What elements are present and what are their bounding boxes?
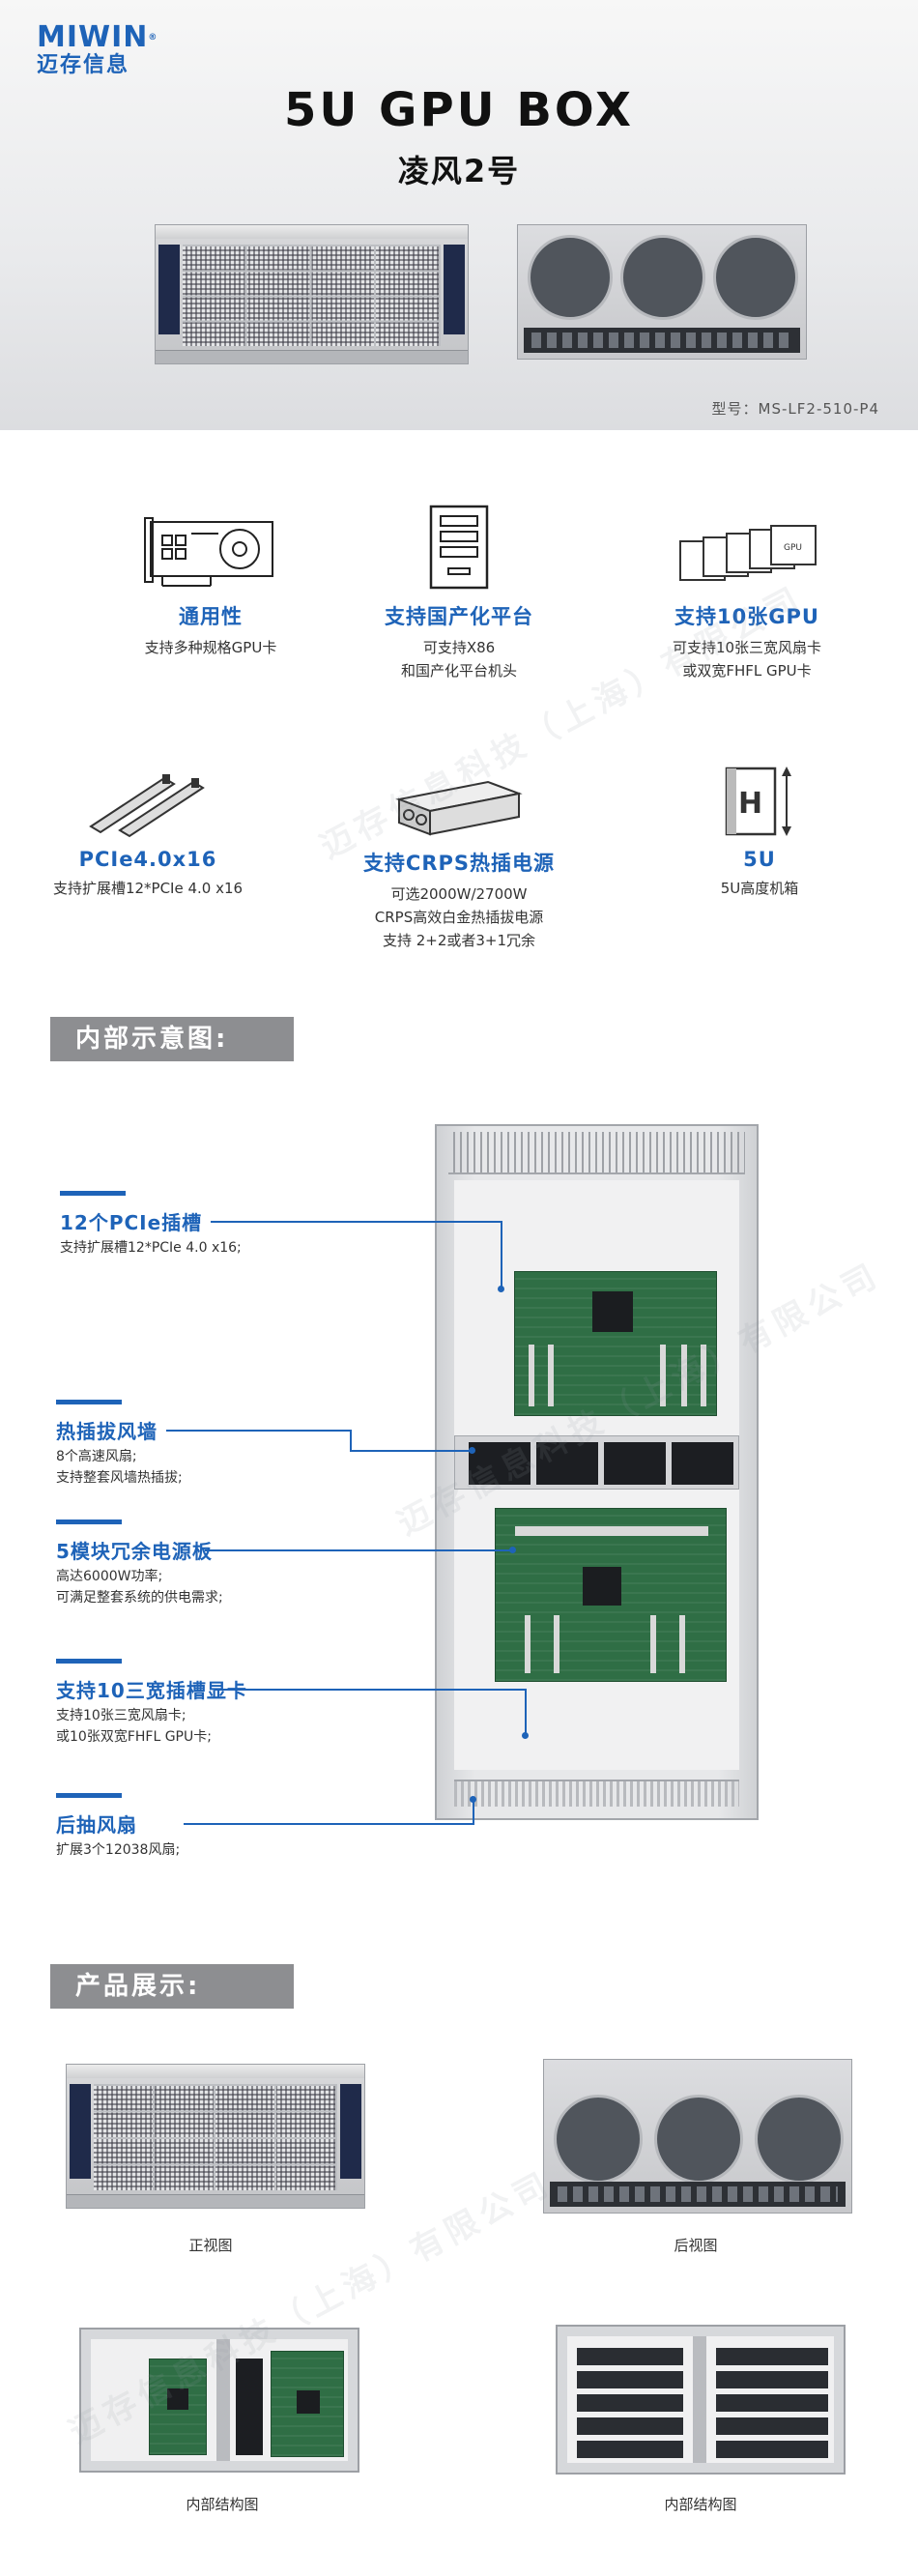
feature-desc: 支持扩展槽12*PCIe 4.0 x16 xyxy=(52,880,244,897)
feature-desc: 可支持10张三宽风扇卡或双宽FHFL GPU卡 xyxy=(672,639,822,680)
callout-pcie-slots: 12个PCIe插槽 支持扩展槽12*PCIe 4.0 x16; xyxy=(60,1191,242,1259)
gpu-stack-icon: GPU xyxy=(679,525,817,581)
section-header-internal: 内部示意图: xyxy=(50,1017,294,1061)
feature-5u: H 5U 5U高度机箱 xyxy=(615,749,904,900)
callout-gpu-slots: 支持10三宽插槽显卡 支持10张三宽风扇卡;或10张双宽FHFL GPU卡; xyxy=(56,1659,247,1748)
gpu-card-icon xyxy=(144,517,273,587)
feature-universal: 通用性 支持多种规格GPU卡 xyxy=(66,503,356,659)
brand-logo: MIWIN® 迈存信息 xyxy=(37,23,158,79)
caption-rear-view: 后视图 xyxy=(674,2237,718,2254)
feature-pcie: PCIe4.0x16 支持扩展槽12*PCIe 4.0 x16 xyxy=(3,749,293,900)
model-number: 型号：MS-LF2-510-P4 xyxy=(711,400,879,418)
svg-text:H: H xyxy=(738,787,762,821)
feature-title: 支持国产化平台 xyxy=(385,605,533,628)
feature-title: PCIe4.0x16 xyxy=(78,848,217,871)
hero-banner: MIWIN® 迈存信息 5U GPU BOX 凌风2号 型号：MS-LF2-51… xyxy=(0,0,918,430)
internal-diagram-image xyxy=(435,1124,759,1820)
svg-text:GPU: GPU xyxy=(784,543,802,553)
internal-structure-image-1 xyxy=(79,2328,359,2473)
registered-mark: ® xyxy=(148,33,158,43)
logo-text-en: MIWIN xyxy=(37,20,149,54)
power-supply-icon xyxy=(395,780,523,836)
server-front-image xyxy=(155,224,469,364)
rear-view-image xyxy=(543,2059,852,2214)
product-title: 5U GPU BOX xyxy=(283,83,635,137)
caption-internal-structure-1: 内部结构图 xyxy=(186,2496,259,2513)
caption-internal-structure-2: 内部结构图 xyxy=(664,2496,737,2513)
feature-desc: 5U高度机箱 xyxy=(720,880,799,897)
front-view-image xyxy=(66,2064,365,2209)
height-5u-icon: H xyxy=(725,767,791,836)
feature-10-gpu: GPU 支持10张GPU 可支持10张三宽风扇卡或双宽FHFL GPU卡 xyxy=(602,503,892,682)
pcie-slot-icon xyxy=(89,774,205,838)
feature-title: 支持10张GPU xyxy=(674,605,819,628)
callout-fan-wall: 热插拔风墙 8个高速风扇;支持整套风墙热插拔; xyxy=(56,1400,183,1489)
server-rear-image xyxy=(517,224,807,360)
product-subtitle: 凌风2号 xyxy=(397,153,521,189)
feature-title: 支持CRPS热插电源 xyxy=(362,852,556,875)
feature-desc: 支持多种规格GPU卡 xyxy=(144,639,277,656)
logo-text-cn: 迈存信息 xyxy=(37,53,130,77)
tower-pc-icon xyxy=(429,505,489,590)
feature-title: 通用性 xyxy=(179,605,243,628)
callout-power-board: 5模块冗余电源板 高达6000W功率;可满足整套系统的供电需求; xyxy=(56,1520,223,1608)
feature-title: 5U xyxy=(743,848,776,871)
caption-front-view: 正视图 xyxy=(188,2237,233,2254)
callout-rear-fans: 后抽风扇 扩展3个12038风扇; xyxy=(56,1793,180,1861)
internal-structure-image-2 xyxy=(556,2325,846,2475)
section-header-display: 产品展示: xyxy=(50,1964,294,2009)
